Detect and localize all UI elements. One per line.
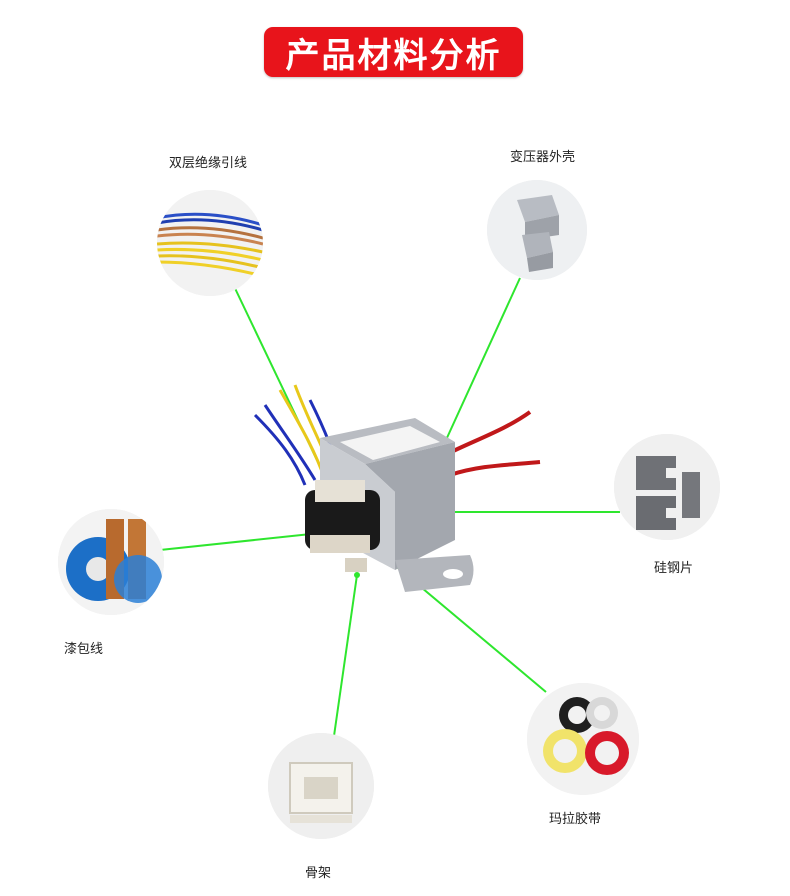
label-lead-wire: 双层绝缘引线 — [169, 156, 248, 171]
label-bobbin: 骨架 — [305, 866, 332, 881]
connector-bobbin — [331, 574, 358, 751]
label-mylar-tape: 玛拉胶带 — [549, 812, 602, 827]
lead-wire-image — [157, 190, 263, 296]
label-enameled-wire: 漆包线 — [64, 642, 104, 657]
mylar-tape-image — [527, 683, 639, 795]
silicon-steel-image — [614, 434, 720, 540]
connector-enameled-wire — [159, 531, 331, 551]
bobbin-image — [268, 733, 374, 839]
transformer-image — [253, 384, 541, 592]
label-silicon-steel: 硅钢片 — [654, 561, 694, 576]
enameled-wire-image — [58, 509, 164, 615]
connector-housing — [445, 277, 521, 441]
page-title: 产品材料分析 — [264, 27, 523, 77]
label-housing: 变压器外壳 — [510, 150, 576, 165]
housing-image — [487, 180, 587, 280]
